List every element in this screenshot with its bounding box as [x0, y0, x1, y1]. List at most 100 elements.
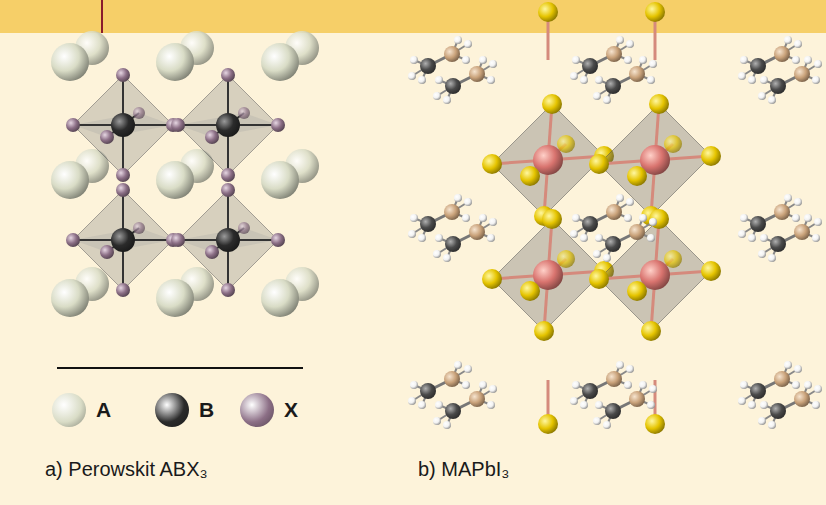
hydrogen-sphere — [812, 401, 820, 409]
nitrogen-sphere — [629, 391, 645, 407]
octahedron — [178, 75, 278, 175]
hydrogen-sphere — [626, 198, 634, 206]
hydrogen-sphere — [464, 198, 472, 206]
hydrogen-sphere — [487, 234, 495, 242]
carbon-sphere — [605, 403, 621, 419]
hydrogen-sphere — [649, 218, 657, 226]
legend-swatch — [155, 393, 189, 427]
hydrogen-sphere — [804, 214, 812, 222]
hydrogen-sphere — [814, 385, 822, 393]
octahedron — [73, 190, 173, 290]
panel-caption: b) MAPbI₃ — [418, 458, 510, 480]
hydrogen-sphere — [479, 214, 487, 222]
carbon-sphere — [445, 78, 461, 94]
separator-line — [57, 367, 303, 369]
x-site-sphere — [171, 118, 185, 132]
carbon-sphere — [582, 58, 598, 74]
nitrogen-sphere — [774, 46, 790, 62]
nitrogen-sphere — [629, 66, 645, 82]
x-site-sphere — [133, 107, 145, 119]
nitrogen-sphere — [444, 204, 460, 220]
hydrogen-sphere — [408, 72, 416, 80]
nitrogen-sphere — [469, 391, 485, 407]
hydrogen-sphere — [760, 76, 768, 84]
x-site-sphere — [205, 245, 219, 259]
hydrogen-sphere — [410, 56, 418, 64]
hydrogen-sphere — [418, 76, 426, 84]
carbon-sphere — [582, 216, 598, 232]
hydrogen-sphere — [435, 76, 443, 84]
x-site-sphere — [221, 68, 235, 82]
x-site-sphere — [66, 233, 80, 247]
hydrogen-sphere — [408, 230, 416, 238]
a-site-sphere — [156, 43, 194, 81]
hydrogen-sphere — [748, 76, 756, 84]
b-site-sphere — [216, 228, 240, 252]
a-site-sphere — [51, 43, 89, 81]
iodine-sphere — [664, 135, 682, 153]
iodine-sphere — [538, 2, 558, 22]
hydrogen-sphere — [768, 421, 776, 429]
hydrogen-sphere — [647, 234, 655, 242]
carbon-sphere — [770, 78, 786, 94]
hydrogen-sphere — [580, 234, 588, 242]
hydrogen-sphere — [758, 92, 766, 100]
hydrogen-sphere — [435, 401, 443, 409]
carbon-sphere — [750, 58, 766, 74]
nitrogen-sphere — [774, 371, 790, 387]
carbon-sphere — [770, 236, 786, 252]
hydrogen-sphere — [410, 381, 418, 389]
carbon-sphere — [605, 78, 621, 94]
hydrogen-sphere — [804, 381, 812, 389]
x-site-sphere — [100, 130, 114, 144]
nitrogen-sphere — [794, 66, 810, 82]
hydrogen-sphere — [570, 230, 578, 238]
legend-swatch — [240, 393, 274, 427]
carbon-sphere — [582, 383, 598, 399]
hydrogen-sphere — [454, 36, 462, 44]
hydrogen-sphere — [595, 76, 603, 84]
carbon-sphere — [445, 403, 461, 419]
hydrogen-sphere — [738, 397, 746, 405]
a-site-sphere — [51, 161, 89, 199]
nitrogen-sphere — [606, 371, 622, 387]
hydrogen-sphere — [489, 60, 497, 68]
nitrogen-sphere — [444, 46, 460, 62]
hydrogen-sphere — [418, 401, 426, 409]
hydrogen-sphere — [443, 96, 451, 104]
iodine-sphere — [520, 166, 540, 186]
nitrogen-sphere — [629, 224, 645, 240]
x-site-sphere — [271, 118, 285, 132]
carbon-sphere — [445, 236, 461, 252]
iodine-sphere — [701, 146, 721, 166]
iodine-sphere — [538, 414, 558, 434]
hydrogen-sphere — [433, 417, 441, 425]
hydrogen-sphere — [408, 397, 416, 405]
pbi6-octahedron — [599, 219, 711, 331]
iodine-sphere — [557, 135, 575, 153]
legend-label: B — [199, 398, 214, 422]
hydrogen-sphere — [624, 214, 632, 222]
a-site-sphere — [156, 279, 194, 317]
x-site-sphere — [116, 183, 130, 197]
iodine-sphere — [534, 321, 554, 341]
hydrogen-sphere — [748, 234, 756, 242]
nitrogen-sphere — [794, 391, 810, 407]
hydrogen-sphere — [649, 60, 657, 68]
hydrogen-sphere — [649, 385, 657, 393]
iodine-sphere — [701, 261, 721, 281]
b-site-sphere — [216, 113, 240, 137]
hydrogen-sphere — [794, 198, 802, 206]
a-site-sphere — [156, 161, 194, 199]
x-site-sphere — [238, 222, 250, 234]
hydrogen-sphere — [489, 385, 497, 393]
x-site-sphere — [238, 107, 250, 119]
hydrogen-sphere — [603, 421, 611, 429]
b-site-sphere — [111, 228, 135, 252]
hydrogen-sphere — [740, 381, 748, 389]
iodine-sphere — [649, 94, 669, 114]
hydrogen-sphere — [603, 96, 611, 104]
hydrogen-sphere — [647, 76, 655, 84]
hydrogen-sphere — [418, 234, 426, 242]
